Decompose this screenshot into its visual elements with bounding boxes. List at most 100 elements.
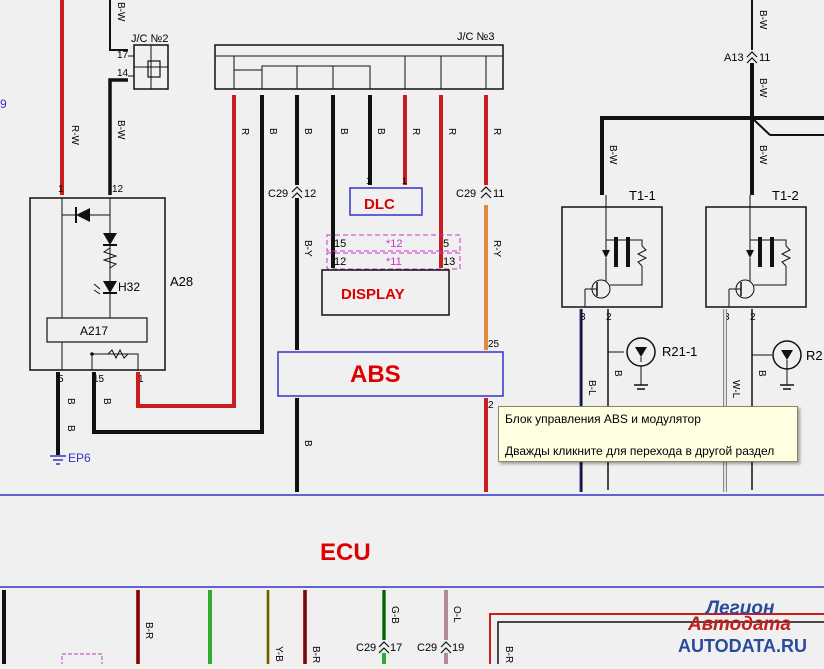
sensor-r2[interactable] [772, 340, 802, 390]
a13-label: A13 [724, 52, 744, 64]
a13-pin-11: 11 [759, 52, 770, 64]
junction-connector-3[interactable] [214, 44, 504, 90]
c29-bottom-pin-17: 17 [390, 642, 402, 654]
wire-bw-right[interactable] [600, 0, 824, 195]
wire-label-r4: R [491, 128, 502, 135]
jc2-pin-17: 17 [117, 50, 129, 61]
jc2-pin-14: 14 [117, 68, 129, 79]
wire-label-ry: R-Y [491, 240, 502, 258]
wire-label-r1: R [239, 128, 250, 135]
wire-label-b6: B [338, 128, 349, 135]
wire-label-b8: B [302, 440, 313, 447]
a28-pin-1: 1 [138, 374, 144, 385]
wire-label-bl: B-L [586, 380, 597, 396]
wire-label-b10: B [756, 370, 767, 377]
dlc-pin-left: 1 [366, 176, 371, 186]
autodata-logo: Легион Автодата AUTODATA.RU [672, 598, 822, 662]
a28-label: A28 [170, 274, 193, 289]
wire-label-br: B-R [143, 622, 154, 639]
sensor-r21-1[interactable] [626, 337, 656, 390]
a28-pin-5: 5 [58, 374, 64, 385]
wire-label-b1: B [65, 398, 76, 405]
wire-label-bw-r4: B-W [607, 145, 618, 165]
wire-b-to-c29-12[interactable] [291, 95, 303, 350]
wire-label-yb: Y-B [273, 646, 284, 662]
logo-line-3: AUTODATA.RU [678, 636, 807, 656]
ecu-bottom-wires[interactable] [2, 590, 824, 669]
abs-tooltip: Блок управления ABS и модулятор Дважды к… [498, 406, 798, 462]
t1-1-label: T1-1 [629, 188, 656, 203]
wire-r21-1[interactable] [607, 309, 624, 490]
a28-pin-12-top: 12 [112, 184, 124, 195]
display-pin-12: 12 [334, 256, 346, 268]
wire-label-bw-r3: B-W [757, 145, 768, 165]
ecu-label: ECU [320, 539, 371, 566]
t1-1-pin-3: 3 [580, 312, 586, 323]
wire-label-br2: B-R [310, 646, 321, 663]
wire-label-bw-r1: B-W [757, 10, 768, 30]
wire-label-rw: R-W [69, 125, 80, 146]
wire-r2[interactable] [751, 309, 772, 490]
logo-line-1: Легион [706, 598, 775, 619]
component-abs[interactable] [277, 351, 504, 397]
relay-t1-2[interactable] [705, 195, 807, 308]
display-option-connectors [326, 234, 461, 270]
module-a28[interactable] [29, 197, 166, 371]
wire-label-bw: B-W [115, 120, 126, 140]
c29-left-label: C29 [268, 188, 288, 200]
abs-label: ABS [350, 361, 401, 388]
junction-connector-2[interactable] [128, 44, 169, 90]
c29-pin-11: 11 [493, 188, 504, 200]
a28-pin-15: 15 [93, 374, 105, 385]
wire-label-b9: B [612, 370, 623, 377]
r2-label: R2 [806, 348, 823, 363]
wire-label-wl: W-L [730, 380, 741, 399]
tooltip-line-1: Блок управления ABS и модулятор [505, 412, 701, 426]
abs-pin-25: 25 [488, 339, 500, 350]
dlc-label: DLC [364, 196, 395, 213]
h32-label: H32 [118, 280, 140, 294]
wire-label-b3: B [101, 398, 112, 405]
c29-bottom-right: C29 [417, 642, 437, 654]
wire-label-bw-top: B-W [115, 2, 126, 22]
wire-a28-to-jc3-red[interactable] [136, 95, 236, 408]
wire-label-by: B-Y [302, 240, 313, 257]
tooltip-line-2: Дважды кликните для перехода в другой ра… [505, 444, 775, 458]
wire-a28-ground[interactable] [50, 372, 66, 465]
wire-label-r2: R [410, 128, 421, 135]
wire-r-to-c29-11[interactable] [480, 95, 492, 350]
relay-t1-1[interactable] [561, 195, 663, 308]
display-label: DISPLAY [341, 286, 405, 303]
c29-pin-12: 12 [304, 188, 316, 200]
jc3-label: J/C №3 [457, 31, 494, 43]
wire-label-b4: B [267, 128, 278, 135]
wire-label-ol: O-L [451, 606, 462, 623]
wire-bl-t1-1[interactable] [579, 309, 583, 492]
display-opt-12: *12 [386, 238, 403, 250]
c29-bottom-left: C29 [356, 642, 376, 654]
wire-label-r3: R [446, 128, 457, 135]
display-pin-5: 5 [443, 238, 449, 250]
c29-right-label: C29 [456, 188, 476, 200]
wire-label-b2: B [65, 425, 76, 432]
wire-label-b5: B [302, 128, 313, 135]
wire-a28-to-jc3-black[interactable] [92, 95, 264, 434]
display-opt-11: *11 [386, 256, 402, 268]
component-dlc[interactable] [349, 187, 423, 216]
jc2-label: J/C №2 [131, 33, 168, 45]
wire-label-gb: G-B [389, 606, 400, 624]
wire-label-b7: B [375, 128, 386, 135]
wire-bw-top[interactable] [108, 0, 128, 195]
wire-label-br3: B-R [503, 646, 514, 663]
component-display[interactable] [321, 269, 450, 316]
c29-bottom-pin-19: 19 [452, 642, 464, 654]
display-pin-15: 15 [334, 238, 346, 250]
a217-label: A217 [80, 324, 108, 338]
ep6-label: EP6 [68, 451, 91, 465]
dlc-pin-right: 1 [402, 176, 407, 186]
t1-2-pin-2: 2 [750, 312, 756, 323]
logo-line-2: Автодата [688, 614, 791, 635]
page-ref-nine: 9 [0, 97, 7, 111]
a28-pin-1-top: 1 [58, 184, 64, 195]
